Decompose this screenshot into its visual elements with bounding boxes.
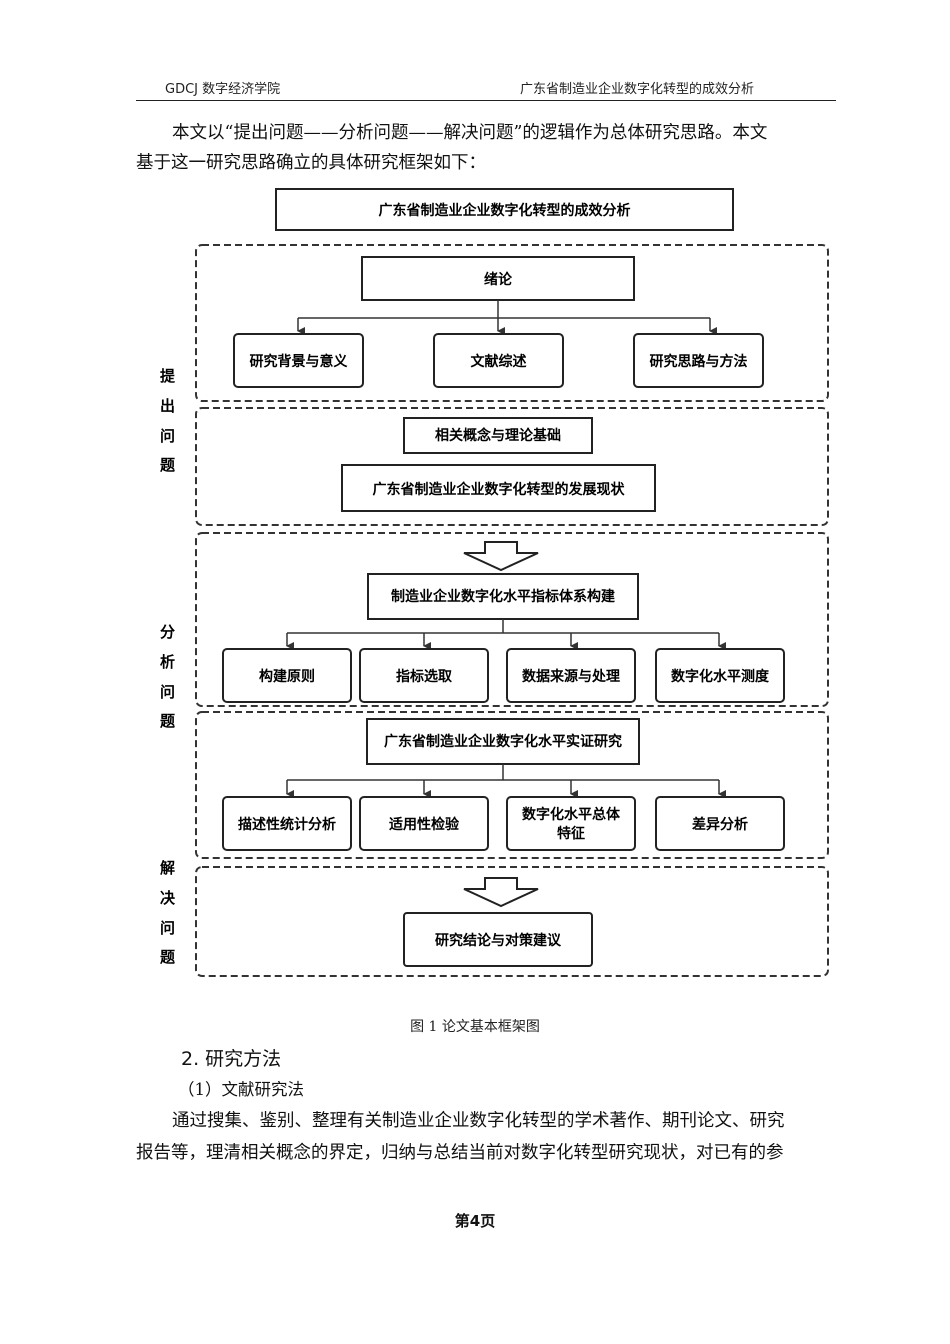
side-label-analyze-3: 问 xyxy=(160,683,175,701)
body-line-1: 通过搜集、鉴别、整理有关制造业企业数字化转型的学术著作、期刊论文、研究 xyxy=(172,1111,785,1131)
child-label-principles: 构建原则 xyxy=(259,668,315,685)
child-box-measurement xyxy=(655,648,785,703)
intro-line-1: 本文以“提出问题——分析问题——解决问题”的逻辑作为总体研究思路。本文 xyxy=(172,123,768,143)
side-label-analyze-2: 析 xyxy=(160,653,175,671)
child-box-selection xyxy=(359,648,489,703)
title-box-label: 广东省制造业企业数字化转型的成效分析 xyxy=(379,202,631,219)
child-box-principles xyxy=(222,648,352,703)
header-rule xyxy=(136,100,836,101)
child-label-selection: 指标选取 xyxy=(396,668,453,685)
index-system-box xyxy=(367,573,639,620)
concepts-box-label: 相关概念与理论基础 xyxy=(435,427,561,444)
figure-caption: 图 1 论文基本框架图 xyxy=(410,1019,540,1035)
concepts-box xyxy=(403,417,593,454)
child-label-applicability: 适用性检验 xyxy=(389,816,460,833)
child-box-data-source xyxy=(506,648,636,703)
index-system-box-label: 制造业企业数字化水平指标体系构建 xyxy=(391,588,615,605)
side-label-solve-4: 题 xyxy=(160,948,176,966)
intro-line-2: 基于这一研究思路确立的具体研究框架如下： xyxy=(136,153,486,173)
header-right-text: 广东省制造业企业数字化转型的成效分析 xyxy=(520,82,755,97)
framework-diagram: 广东省制造业企业数字化转型的成效分析 提 出 问 题 分 析 问 题 解 决 问… xyxy=(160,188,829,977)
intro-box-label: 绪论 xyxy=(484,271,513,288)
child-box-overall xyxy=(506,796,636,851)
empirical-box xyxy=(366,718,640,765)
hollow-down-arrow-1 xyxy=(463,541,539,572)
side-label-solve-3: 问 xyxy=(160,919,175,937)
child-label-literature: 文献综述 xyxy=(471,353,527,370)
child-label-descriptive: 描述性统计分析 xyxy=(238,816,336,833)
side-label-solve-1: 解 xyxy=(160,859,175,877)
child-box-background xyxy=(233,333,364,388)
child-box-descriptive xyxy=(222,796,352,851)
child-label-measurement: 数字化水平测度 xyxy=(671,668,770,685)
hollow-down-arrow-2 xyxy=(463,877,539,908)
child-label-background: 研究背景与意义 xyxy=(250,353,348,370)
status-box-label: 广东省制造业企业数字化转型的发展现状 xyxy=(373,481,626,498)
side-label-propose-1: 提 xyxy=(160,367,176,385)
child-label-overall-line1: 数字化水平总体 xyxy=(522,806,621,823)
subheading: （1）文献研究法 xyxy=(178,1080,304,1099)
section-heading: 2. 研究方法 xyxy=(181,1048,282,1070)
side-label-solve-2: 决 xyxy=(160,889,176,907)
child-label-difference: 差异分析 xyxy=(692,816,748,833)
body-line-2: 报告等，理清相关概念的界定，归纳与总结当前对数字化转型研究现状，对已有的参 xyxy=(136,1143,784,1163)
side-label-propose-3: 问 xyxy=(160,427,175,445)
region-analyze-1 xyxy=(195,532,829,707)
region-propose-1 xyxy=(195,244,829,402)
child-label-methods: 研究思路与方法 xyxy=(650,353,748,370)
title-box xyxy=(275,188,734,231)
status-box xyxy=(341,464,656,512)
child-label-overall-line2: 特征 xyxy=(557,825,585,842)
region-propose-2 xyxy=(195,407,829,526)
empirical-box-label: 广东省制造业企业数字化水平实证研究 xyxy=(384,733,622,750)
child-box-methods xyxy=(633,333,764,388)
side-label-analyze-4: 题 xyxy=(160,712,176,730)
page-number: 第4页 xyxy=(454,1212,496,1230)
section1-children: 研究背景与意义 文献综述 研究思路与方法 xyxy=(233,333,764,388)
side-label-propose-2: 出 xyxy=(160,397,175,415)
child-box-applicability xyxy=(359,796,489,851)
child-box-literature xyxy=(433,333,564,388)
conclusion-box-label: 研究结论与对策建议 xyxy=(435,932,562,949)
region-analyze-2 xyxy=(195,711,829,859)
child-box-difference xyxy=(655,796,785,851)
conclusion-box xyxy=(403,912,593,967)
region-solve xyxy=(195,866,829,977)
child-label-data-source: 数据来源与处理 xyxy=(522,668,620,685)
header-left-text: GDCJ 数字经济学院 xyxy=(165,82,281,97)
side-label-analyze-1: 分 xyxy=(160,623,175,641)
side-label-propose-4: 题 xyxy=(160,456,176,474)
